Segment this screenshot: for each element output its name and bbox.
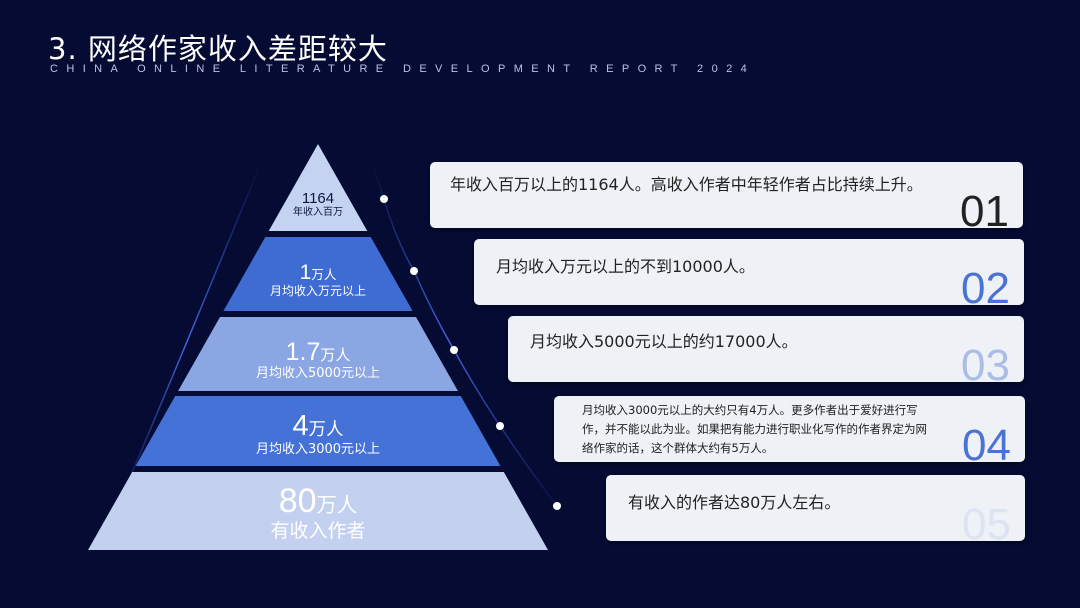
info-card-5: 有收入的作者达80万人左右。 05: [606, 475, 1025, 541]
info-card-3: 月均收入5000元以上的约17000人。 03: [508, 316, 1024, 382]
pyramid-unit: 万人: [316, 493, 358, 517]
connector-dot-1: [380, 195, 388, 203]
pyramid-label-3: 1.7万人月均收入5000元以上: [198, 338, 438, 382]
pyramid-unit: 万人: [308, 420, 344, 440]
slide-title: 3. 网络作家收入差距较大: [48, 32, 388, 66]
pyramid-level-2: [223, 237, 413, 311]
card-text: 月均收入3000元以上的大约只有4万人。更多作者出于爱好进行写作，并不能以此为业…: [582, 403, 927, 455]
card-text: 月均收入5000元以上的约17000人。: [530, 332, 798, 351]
pyramid-level-5: [88, 472, 548, 550]
card-text: 月均收入万元以上的不到10000人。: [496, 257, 755, 276]
pyramid-caption: 月均收入3000元以上: [255, 442, 381, 458]
pyramid-value: 80: [278, 482, 317, 520]
connector-dot-4: [496, 422, 504, 430]
card-number: 05: [962, 500, 1011, 542]
pyramid-level-1: [268, 144, 368, 231]
pyramid-level-4: [135, 396, 501, 466]
card-text: 有收入的作者达80万人左右。: [628, 493, 841, 512]
pyramid-value: 1: [299, 261, 312, 284]
slide-subtitle: CHINA ONLINE LITERATURE DEVELOPMENT REPO…: [50, 63, 756, 75]
pyramid-level-3: [178, 317, 458, 391]
info-card-2: 月均收入万元以上的不到10000人。 02: [474, 239, 1024, 305]
pyramid-caption: 有收入作者: [270, 520, 366, 543]
pyramid-caption: 月均收入5000元以上: [255, 365, 381, 381]
card-number: 04: [962, 421, 1011, 463]
card-number: 01: [960, 187, 1009, 229]
pyramid-value: 4: [292, 410, 309, 442]
connector-dot-2: [410, 267, 418, 275]
connector-dot-3: [450, 346, 458, 354]
pyramid-label-4: 4万人月均收入3000元以上: [198, 409, 438, 458]
pyramid-unit: 万人: [311, 267, 337, 282]
info-card-1: 年收入百万以上的1164人。高收入作者中年轻作者占比持续上升。 01: [430, 162, 1023, 228]
card-number: 03: [961, 341, 1010, 383]
card-text: 年收入百万以上的1164人。高收入作者中年轻作者占比持续上升。: [450, 175, 923, 194]
pyramid-caption: 月均收入万元以上: [269, 284, 366, 299]
card-number: 02: [961, 264, 1010, 306]
pyramid-label-2: 1万人月均收入万元以上: [198, 260, 438, 299]
info-card-4: 月均收入3000元以上的大约只有4万人。更多作者出于爱好进行写作，并不能以此为业…: [554, 396, 1025, 462]
pyramid-unit: 万人: [320, 346, 351, 364]
connector-dot-5: [553, 502, 561, 510]
pyramid-caption: 年收入百万: [293, 207, 343, 219]
pyramid-value: 1164: [301, 190, 335, 207]
pyramid-label-5: 80万人有收入作者: [198, 482, 438, 543]
pyramid-value: 1.7: [285, 338, 321, 366]
